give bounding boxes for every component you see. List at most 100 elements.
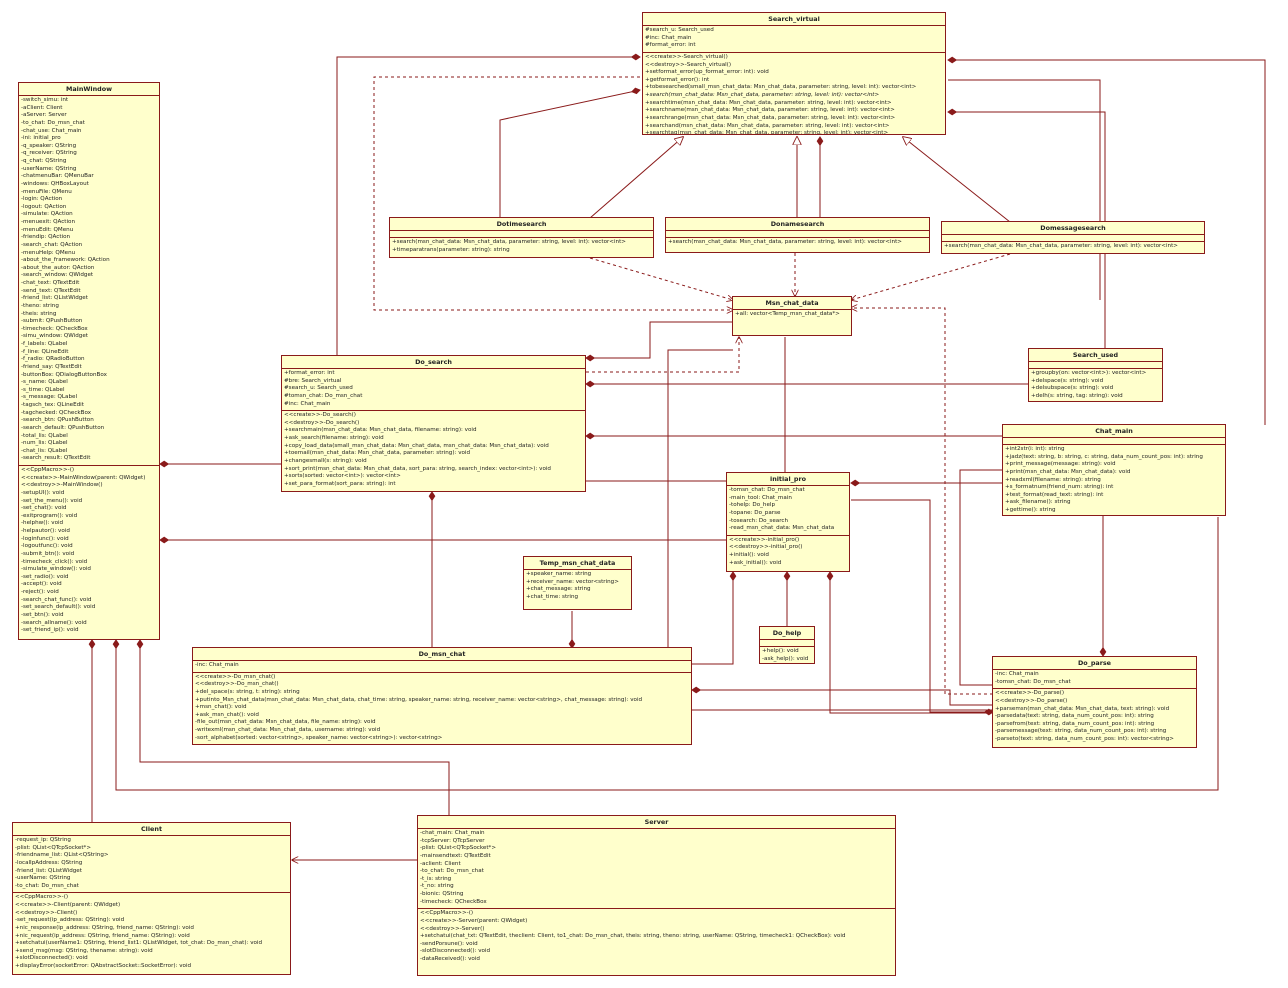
class-client: Client-request_ip: QString-plist: QList<… — [12, 822, 291, 975]
operation-row: <<create>>-Search_virtual() — [645, 53, 728, 60]
attribute-row: -f_radio: QRadioButton — [21, 356, 85, 363]
class-do-parse: Do_parse-inc: Chat_main-tomsn_chat: Do_m… — [992, 656, 1197, 748]
operation-row: +groupby(on: vector<int>): vector<int> — [1031, 370, 1147, 376]
class-msn-chat-data: Msn_chat_data+all: vector<Temp_msn_chat_… — [732, 296, 852, 336]
class-initial-pro: initial_pro-tomsn_chat: Do_msn_chat-main… — [726, 472, 850, 572]
assoc-chatmain-doparse2 — [959, 469, 1003, 686]
operation-row: +search(msn_chat_data: Msn_chat_data, pa… — [944, 243, 1178, 249]
operation-row: <<destroy>>-Server() — [420, 925, 485, 932]
operation-row: +searchname(msn_chat_data: Msn_chat_data… — [645, 107, 895, 114]
operation-row: -writexml(msn_chat_data: Msn_chat_data, … — [195, 727, 381, 733]
attribute-row: -friend_list: QListWidget — [15, 867, 82, 874]
attribute-row: -friendname_list: QList<QString> — [15, 852, 109, 859]
assoc-dosearch-sv — [336, 53, 641, 356]
class-name: Do_search — [282, 356, 585, 369]
operation-row: +searchtime(msn_chat_data: Msn_chat_data… — [645, 99, 892, 106]
attribute-row: -inc: Chat_main — [995, 671, 1039, 677]
attribute-row: -search_chat: QAction — [21, 241, 83, 248]
operation-row: +help(): void — [762, 648, 799, 654]
attribute-row: +format_error: int — [284, 370, 335, 376]
attribute-section: -inc: Chat_main — [193, 661, 691, 673]
operation-row: +sort_print(msn_chat_data: Msn_chat_data… — [284, 465, 551, 472]
operation-row: +delh(s: string, tag: string): void — [1031, 392, 1123, 399]
operation-row: -set_friend_ip(): void — [21, 627, 79, 634]
attribute-row: -num_lis: QLabel — [21, 440, 68, 447]
operation-row: +setformat_error(up_format_error: int): … — [645, 69, 769, 76]
operation-row: +timeparatrans(parameter: string): strin… — [392, 246, 510, 253]
attribute-row: -t_is: string — [420, 875, 452, 882]
operation-section: <<create>>-Do_search()<<destroy>>-Do_sea… — [282, 411, 585, 490]
attribute-row: -tomsn_chat: Do_msn_chat — [995, 678, 1071, 685]
attribute-section: -switch_simu: int-aClient: Client-aServe… — [19, 96, 159, 466]
operation-row: <<create>>-Server(parent: QWidget) — [420, 917, 528, 924]
operation-row: -file_out(msn_chat_data: Msn_chat_data, … — [195, 719, 376, 726]
operation-row: -setupUI(): void — [21, 489, 65, 496]
attribute-row: +chat_time: string — [526, 593, 579, 600]
operation-section: +search(msn_chat_data: Msn_chat_data, pa… — [942, 242, 1204, 253]
operation-row: <<CppMacro>>-() — [21, 467, 75, 473]
operation-row: <<CppMacro>>-() — [15, 894, 69, 901]
attribute-row: -s_message: QLabel — [21, 394, 78, 401]
assoc-domsnchat-initialpro — [692, 571, 737, 665]
attribute-section: +format_error: int#bre: Search_virtual#s… — [282, 369, 585, 412]
attribute-row: -tohelp: Do_help — [729, 502, 776, 509]
attribute-row: +receiver_name: vector<string> — [526, 578, 619, 585]
attribute-row: -windows: QHBoxLayout — [21, 180, 89, 187]
attribute-row: -f_labels: QLabel — [21, 341, 68, 347]
class-temp-msn-chat-data: Temp_msn_chat_data+speaker_name: string+… — [523, 556, 632, 610]
attribute-row: -tagsch_tex: QLineEdit — [21, 402, 84, 408]
operation-row: +jadz(text: string, b: string, c: string… — [1005, 453, 1203, 460]
assoc-dosearch-msndata — [585, 321, 733, 362]
attribute-row: +speaker_name: string — [526, 571, 592, 577]
class-name: Dotimesearch — [390, 218, 653, 231]
class-name: Do_parse — [993, 657, 1196, 670]
operation-row: -timecheck_click(): void — [21, 558, 88, 565]
attribute-row: -simulate: QAction — [21, 211, 73, 218]
inherit-dotimesearch — [589, 137, 683, 219]
attribute-row: -tomsn_chat: Do_msn_chat — [729, 487, 805, 493]
operation-row: +print_message(message: string): void — [1005, 461, 1116, 468]
operation-row: +s_formatnum(friend_num: string): int — [1005, 484, 1114, 491]
attribute-row: -to_chat: Do_msn_chat — [15, 882, 79, 889]
operation-row: -set_the_menu(): void — [21, 497, 83, 504]
assoc-dotimesearch-sv — [499, 87, 641, 218]
attribute-row: -plist: QList<QTcpSocket*> — [15, 844, 92, 851]
operation-row: +getformat_error(): int — [645, 76, 710, 83]
operation-section: <<create>>-Do_parse()<<destroy>>-Do_pars… — [993, 689, 1196, 745]
attribute-row: -total_lis: QLabel — [21, 432, 68, 439]
attribute-row: -chat_text: QTextEdit — [21, 280, 80, 286]
operation-row: +copy_load_data(small_msn_chat_data: Msn… — [284, 442, 549, 449]
operation-row: <<create>>-Do_msn_chat() — [195, 673, 276, 680]
operation-row: +sorts(sorted: vector<int>): vector<int> — [284, 473, 401, 480]
attribute-row: -search_default: QPushButton — [21, 424, 105, 431]
attribute-row: -bionic: QString — [420, 891, 464, 897]
attribute-row: -q_chat: QString — [21, 158, 67, 164]
operation-row: +searchrange(msn_chat_data: Msn_chat_dat… — [645, 114, 896, 121]
class-name: initial_pro — [727, 473, 849, 486]
operation-row: +search(msn_chat_data: Msn_chat_data, pa… — [668, 239, 902, 245]
attribute-row: -to_chat: Do_msn_chat — [21, 119, 85, 126]
attribute-row: #search_u: Search_used — [284, 385, 353, 392]
attribute-row: -aclient: Client — [420, 860, 461, 867]
operation-row: +test_format(read_text: string): int — [1005, 491, 1104, 498]
attribute-row: #inc: Chat_main — [284, 400, 331, 407]
operation-row: <<destroy>>-initial_pro() — [729, 544, 803, 551]
attribute-row: -login: QAction — [21, 196, 63, 203]
attribute-row: -chat_main: Chat_main — [420, 830, 485, 836]
operation-row: +setchatui(userName1: QString, friend_li… — [15, 940, 263, 947]
operation-row: +toemail(msn_chat_data: Msn_chat_data, p… — [284, 450, 471, 457]
class-name: Search_virtual — [643, 13, 945, 26]
class-name: Do_msn_chat — [193, 648, 691, 661]
class-do-msn-chat: Do_msn_chat-inc: Chat_main<<create>>-Do_… — [192, 647, 692, 745]
operation-row: -set_chat(): void — [21, 505, 67, 512]
attribute-row: -menuHelp: QMenu — [21, 249, 76, 256]
operation-row: +gettime(): string — [1005, 507, 1056, 513]
class-name: Msn_chat_data — [733, 297, 851, 310]
operation-row: -dataReceived(): void — [420, 956, 480, 962]
attribute-row: -menuEdit: QMenu — [21, 226, 74, 233]
operation-section: <<CppMacro>>-()<<create>>-Client(parent:… — [13, 893, 290, 972]
operation-row: +search(msn_chat_data: Msn_chat_data, pa… — [645, 92, 880, 98]
operation-row: <<create>>-Client(parent: QWidget) — [15, 902, 121, 908]
attribute-row: -about_the_autor: QAction — [21, 264, 95, 271]
attribute-row: -q_speaker: QString — [21, 142, 77, 149]
